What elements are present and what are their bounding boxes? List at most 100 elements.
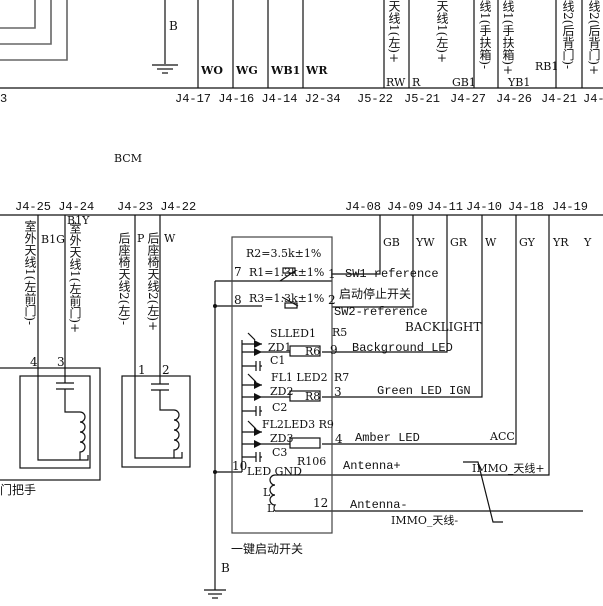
resistor-label: R7 (334, 371, 349, 384)
connector-label: J5-21 (404, 92, 440, 106)
wire-color: WG (235, 64, 258, 77)
ground-label: B (221, 561, 230, 575)
antenna-label: 线2(后背门)+ (587, 0, 601, 75)
immo-plus-label: IMMO_天线+ (472, 461, 545, 475)
led-diode-icon (254, 428, 262, 448)
connector-label: J4-2 (583, 92, 603, 106)
ground-icon (204, 589, 226, 599)
connector-label: J5-22 (357, 92, 393, 106)
led-label: FL1 LED2 (271, 371, 328, 384)
connector-labels: J4-17 J4-16 J4-14 J2-34 (175, 92, 341, 106)
capacitor-label: C2 (272, 401, 287, 414)
door-handle-antenna: 室外天线1(左前门)- 室外天线1(左前门)+ B1G B1Y 4 3 门把手 (0, 214, 101, 497)
connector-labels-middle: J4-23 J4-22 (117, 200, 196, 214)
connector-label: J4-19 (552, 200, 588, 214)
wire-color: Y (583, 236, 592, 249)
door-handle-label: 门把手 (0, 482, 36, 497)
switch-function-label: 启动停止开关 (339, 286, 411, 301)
connector-label: J4-18 (508, 200, 544, 214)
r2-label: R2=3.5k±1% (246, 247, 321, 260)
wire-color: GR (450, 236, 468, 249)
zener-label: ZD1 (268, 341, 291, 354)
pin-label: 3 (57, 355, 65, 369)
resistor-label: R106 (297, 455, 326, 468)
pin-label: 1 (328, 267, 336, 281)
capacitor-label: C3 (272, 446, 287, 459)
antenna-plus-label: 室外天线1(左前门)+ (68, 221, 82, 334)
wire-color: WO (200, 64, 223, 77)
connector-label: J4-27 (450, 92, 486, 106)
antenna-plus-label: Antenna+ (343, 459, 401, 473)
wire-color: WR (305, 64, 328, 77)
antenna-minus-label: 后座椅天线2(左)- (117, 232, 131, 326)
pin-label: 2 (162, 363, 170, 377)
sw2-label: SW2-reference (334, 305, 428, 319)
resistor-label: R5 (332, 326, 347, 339)
led-gnd-label: LED GND (247, 465, 302, 478)
pin-label: 2 (328, 293, 336, 307)
wire-color: YR (552, 236, 569, 249)
pin-label: 8 (234, 293, 242, 307)
push-switch-icon (279, 267, 299, 309)
r3-label: R3=1.3k±1% (249, 292, 324, 305)
led-row-1: SLLED1 R5 ZD1 R6 C1 9 Background LED (242, 326, 453, 371)
pin-label: 4 (30, 355, 38, 369)
wire-color: R (412, 76, 421, 89)
wire-color: WB1 (270, 64, 300, 77)
immo-minus-label: IMMO_天线- (391, 513, 458, 527)
capacitor-label: C1 (270, 354, 285, 367)
antenna-label: 线1(手扶箱)- (478, 0, 492, 69)
wire-color: P (137, 232, 145, 245)
wire-color: RB1 (535, 60, 558, 73)
pin-label: 3 (334, 385, 342, 399)
wire-color: RW (386, 76, 406, 89)
ground-label: B (169, 19, 178, 33)
background-led-label: Background LED (352, 341, 453, 355)
antenna-label: 天线1(左)+ (387, 0, 401, 63)
one-key-start-switch: R2=3.5k±1% 7 R1=1.3k±1% 1 SW1-reference … (204, 236, 545, 599)
connector-label: J4-26 (496, 92, 532, 106)
acc-label: ACC (489, 430, 515, 443)
immo-bracket (463, 461, 503, 523)
antenna-label: 线2(后背门)- (561, 0, 575, 69)
antenna-label: 线1(手扶箱)+ (501, 0, 515, 75)
switch-wiring: GB YW GR W GY YR Y (213, 215, 592, 590)
led-row-2: FL1 LED2 R7 ZD2 R8 C2 3 Green LED IGN (242, 371, 471, 416)
connector-label: J4-09 (387, 200, 423, 214)
connector-label: J4-21 (541, 92, 577, 106)
antenna-minus-label: Antenna- (350, 498, 408, 512)
antenna-plus-label: 后座椅天线2(左)+ (146, 232, 160, 332)
pin-label: 12 (313, 496, 328, 510)
led-diode-icon (254, 340, 262, 356)
sw1-label: SW1-reference (345, 267, 439, 281)
connector-label: J4-11 (427, 200, 463, 214)
rear-seat-antenna: 后座椅天线2(左)- 后座椅天线2(左)+ P W 1 2 (117, 215, 191, 468)
pin-label: 1 (138, 363, 146, 377)
wire-color: B1G (41, 233, 65, 246)
wire-color: GB1 (452, 76, 476, 89)
coil-label: L (267, 502, 275, 515)
harness-outline (0, 0, 68, 61)
led-diode-icon (254, 381, 262, 401)
wire-color: W (164, 232, 176, 245)
connector-labels-left: J4-25 J4-24 (15, 200, 94, 214)
connector-label: J4-08 (345, 200, 381, 214)
led-row-3: FL2LED3 R9 ZD3 C3 R106 4 Amber LED ACC (242, 418, 515, 468)
led-label: SLLED1 (270, 327, 316, 340)
pin-label: 9 (330, 343, 338, 357)
wire-color: YB1 (507, 76, 530, 89)
connector-label: J4-10 (466, 200, 502, 214)
wire-color: W (485, 236, 497, 249)
zener-label: ZD2 (270, 385, 293, 398)
wire-color: YW (415, 236, 435, 249)
resistor-label: R6 (305, 345, 320, 358)
backlight-label: BACKLIGHT (405, 320, 481, 334)
top-section: B WO WG WB1 WR 天线1(左)+ 天线1(左)+ 线1(手扶箱)- … (0, 0, 603, 106)
left-edge-label: 3 (0, 92, 7, 106)
wire-color: B1Y (67, 214, 90, 227)
coil-label: L (263, 486, 271, 499)
led-label: FL2LED3 R9 (262, 418, 334, 431)
pin-label: 4 (335, 432, 343, 446)
